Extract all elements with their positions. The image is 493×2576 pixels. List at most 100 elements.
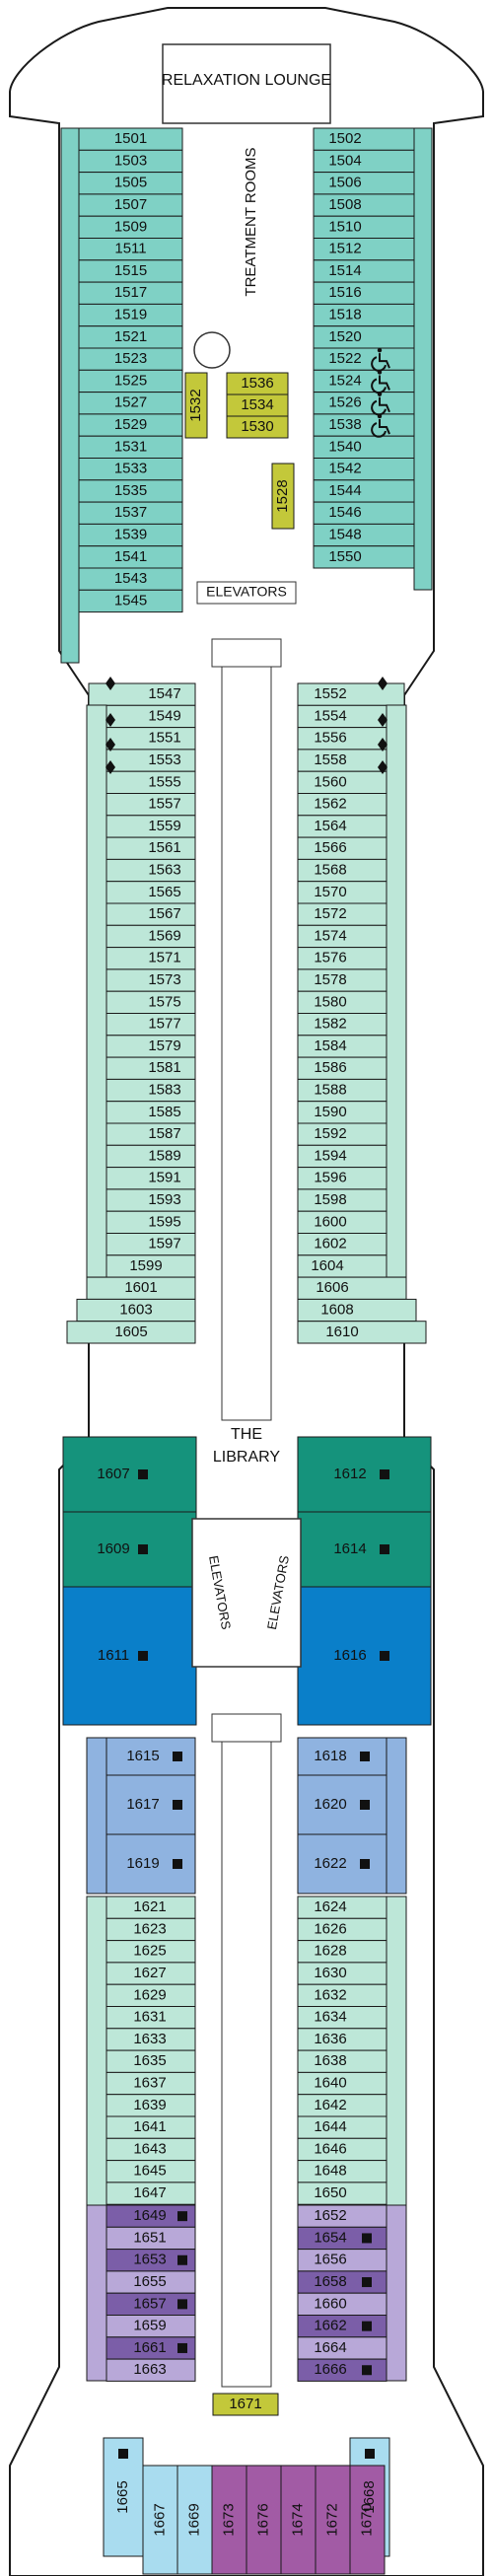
cabin-number: 1670 — [358, 2503, 375, 2536]
cabin-number: 1525 — [114, 372, 147, 389]
cabin-number: 1658 — [314, 2273, 346, 2290]
cabin-number: 1623 — [133, 1920, 166, 1937]
cabin-1605[interactable] — [66, 1321, 196, 1344]
cabin-number: 1638 — [314, 2052, 346, 2069]
cabin-number: 1611 — [98, 1647, 129, 1664]
cabin-number: 1672 — [323, 2503, 340, 2536]
cabin-1606[interactable] — [297, 1276, 407, 1300]
cabin-1669[interactable] — [176, 2465, 213, 2575]
cabin-1620[interactable] — [297, 1774, 387, 1835]
cabin-number: 1579 — [148, 1038, 180, 1054]
cabin-number: 1669 — [185, 2503, 202, 2536]
cabin-number: 1659 — [133, 2318, 166, 2334]
cabin-number: 1568 — [314, 862, 346, 879]
cabin-number: 1585 — [148, 1104, 180, 1120]
diamond-marker-icon — [106, 760, 115, 774]
cabin-number: 1614 — [333, 1540, 366, 1557]
cabin-number: 1574 — [314, 927, 346, 944]
cabin-number: 1534 — [241, 396, 273, 413]
cabin-number: 1535 — [114, 482, 147, 499]
cabin-number: 1618 — [314, 1748, 346, 1764]
cabin-1611[interactable] — [62, 1586, 197, 1726]
diamond-marker-icon — [106, 713, 115, 727]
cabin-number: 1561 — [148, 839, 180, 856]
cabin-number: 1576 — [314, 950, 346, 966]
relaxation-lounge-area — [162, 43, 331, 124]
cabin-number: 1662 — [314, 2318, 346, 2334]
cabin-number: 1606 — [316, 1279, 348, 1296]
suite-marker-icon — [362, 2321, 372, 2331]
wheelchair-icon — [371, 347, 390, 372]
cabin-number: 1620 — [314, 1796, 346, 1813]
cabin-number: 1578 — [314, 971, 346, 988]
relaxation-lounge-label: RELAXATION LOUNGE — [162, 72, 331, 89]
cabin-number: 1590 — [314, 1104, 346, 1120]
suite-marker-icon — [177, 2342, 187, 2353]
cabin-number: 1593 — [148, 1191, 180, 1208]
cabin-1616[interactable] — [297, 1586, 432, 1726]
cabin-1622[interactable] — [297, 1833, 387, 1895]
suite-marker-icon — [362, 2277, 372, 2288]
cabin-number: 1661 — [133, 2339, 166, 2356]
cabin-number: 1520 — [328, 328, 361, 345]
cabin-number: 1572 — [314, 905, 346, 922]
cabin-number: 1563 — [148, 862, 180, 879]
cabin-number: 1592 — [314, 1125, 346, 1142]
cabin-1530[interactable] — [226, 415, 289, 439]
cabin-1670[interactable] — [349, 2465, 386, 2575]
cabin-1610[interactable] — [297, 1321, 427, 1344]
cabin-number: 1587 — [148, 1125, 180, 1142]
cabin-number: 1652 — [314, 2207, 346, 2224]
cabin-number: 1598 — [314, 1191, 346, 1208]
suite-marker-icon — [138, 1469, 148, 1479]
cabin-number: 1526 — [328, 394, 361, 411]
wheelchair-icon — [371, 413, 390, 438]
suite-marker-icon — [173, 1859, 182, 1869]
suite-marker-icon — [380, 1544, 389, 1554]
cabin-1667[interactable] — [142, 2465, 178, 2575]
cabin-number: 1645 — [133, 2163, 166, 2180]
cabin-1607[interactable] — [62, 1436, 197, 1513]
cabin-number: 1502 — [328, 130, 361, 147]
cabin-number: 1545 — [114, 592, 147, 608]
suite-marker-icon — [360, 1800, 370, 1810]
cabin-number: 1601 — [124, 1279, 157, 1296]
cabin-number: 1557 — [148, 796, 180, 813]
cabin-number: 1544 — [328, 482, 361, 499]
cabin-number: 1632 — [314, 1986, 346, 2003]
suite-marker-icon — [362, 2233, 372, 2244]
suite-marker-icon — [380, 1651, 389, 1661]
cabin-number: 1586 — [314, 1059, 346, 1076]
cabin-number: 1550 — [328, 548, 361, 565]
cabin-number: 1560 — [314, 773, 346, 790]
balcony-strip — [86, 704, 107, 1278]
cabin-number: 1504 — [328, 152, 361, 169]
stairs — [211, 1713, 282, 1743]
cabin-1676[interactable] — [246, 2465, 282, 2575]
cabin-number: 1517 — [114, 284, 147, 301]
cabin-number: 1605 — [114, 1324, 147, 1340]
cabin-number: 1532 — [187, 389, 204, 421]
cabin-1674[interactable] — [280, 2465, 317, 2575]
cabin-1673[interactable] — [211, 2465, 247, 2575]
cabin-number: 1633 — [133, 2031, 166, 2047]
cabin-number: 1512 — [328, 241, 361, 257]
cabin-1528[interactable] — [271, 463, 295, 530]
cabin-1671[interactable] — [212, 2393, 279, 2416]
cabin-1532[interactable] — [184, 372, 208, 439]
cabin-number: 1541 — [114, 548, 147, 565]
cabin-number: 1538 — [328, 416, 361, 433]
cabin-1614[interactable] — [297, 1511, 432, 1588]
suite-marker-icon — [177, 2299, 187, 2310]
cabin-number: 1600 — [314, 1213, 346, 1230]
cabin-1608[interactable] — [297, 1298, 417, 1323]
balcony-strip — [86, 1896, 107, 2206]
cabin-1672[interactable] — [315, 2465, 351, 2575]
cabin-number: 1510 — [328, 218, 361, 235]
cabin-number: 1671 — [229, 2396, 261, 2412]
cabin-number: 1515 — [114, 262, 147, 279]
cabin-number: 1521 — [114, 328, 147, 345]
cabin-number: 1507 — [114, 196, 147, 213]
cabin-1618[interactable] — [297, 1737, 387, 1776]
